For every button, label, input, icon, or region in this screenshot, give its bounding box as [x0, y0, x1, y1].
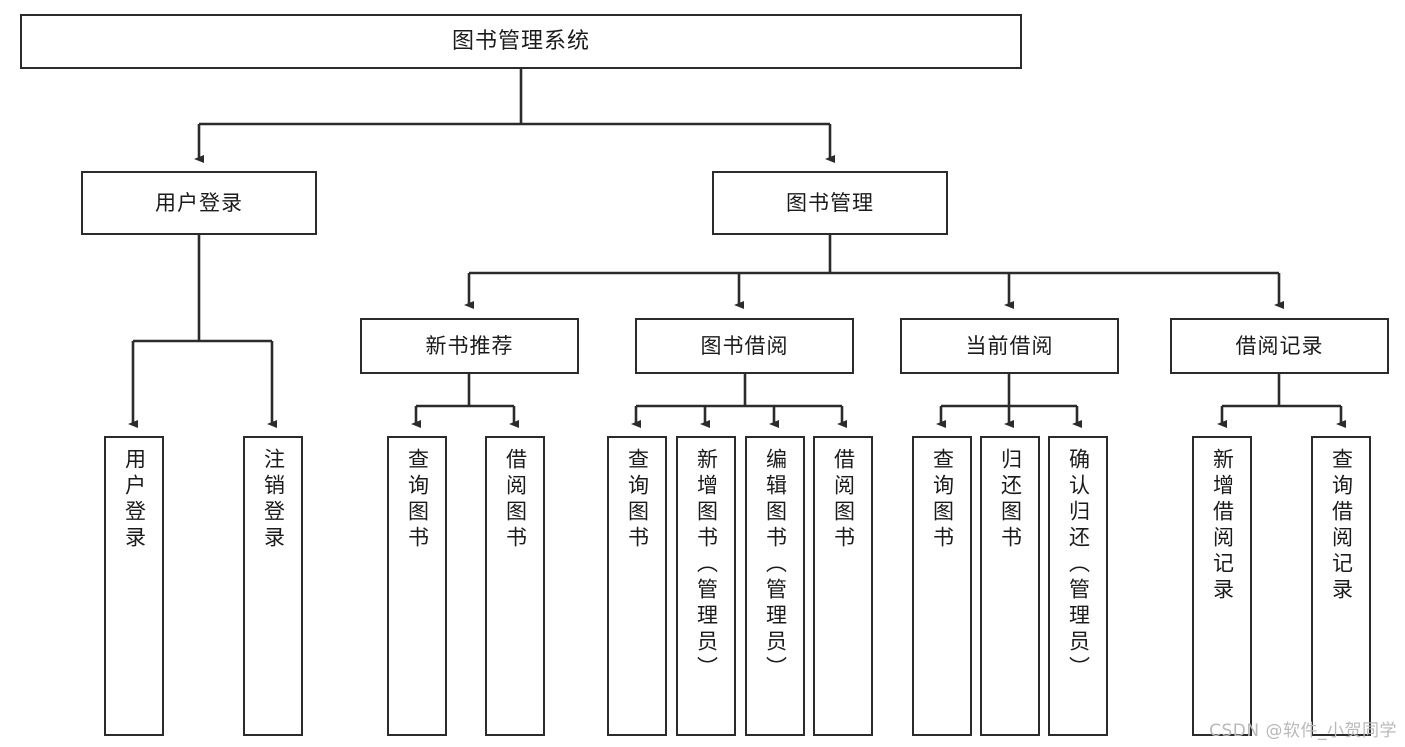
- leaf-user-login-label: 用户登录: [122, 448, 147, 552]
- leaf-confirm-return-admin[interactable]: 确认归还（管理员）: [1048, 436, 1108, 736]
- leaf-logout[interactable]: 注销登录: [243, 436, 303, 736]
- leaf-add-borrow-record-label: 新增借阅记录: [1210, 448, 1235, 604]
- leaf-query-book-current[interactable]: 查询图书: [912, 436, 972, 736]
- leaf-add-book-admin[interactable]: 新增图书（管理员）: [676, 436, 736, 736]
- leaf-edit-book-admin-label: 编辑图书（管理员）: [763, 448, 788, 682]
- leaf-borrow-book-recommend[interactable]: 借阅图书: [485, 436, 545, 736]
- leaf-edit-book-admin[interactable]: 编辑图书（管理员）: [745, 436, 805, 736]
- leaf-query-borrow-record[interactable]: 查询借阅记录: [1311, 436, 1371, 736]
- node-user-login[interactable]: 用户登录: [81, 171, 317, 235]
- node-new-book-recommend[interactable]: 新书推荐: [360, 318, 579, 374]
- node-user-login-label: 用户登录: [155, 190, 243, 215]
- node-borrow-record-label: 借阅记录: [1235, 333, 1324, 358]
- leaf-logout-label: 注销登录: [261, 448, 286, 552]
- csdn-watermark: CSDN @软件_小贺同学: [1209, 721, 1397, 741]
- node-borrow-record[interactable]: 借阅记录: [1170, 318, 1389, 374]
- node-book-borrow-label: 图书借阅: [700, 333, 789, 358]
- leaf-query-book-borrow[interactable]: 查询图书: [607, 436, 667, 736]
- leaf-borrow-book-label: 借阅图书: [831, 448, 856, 552]
- leaf-borrow-book-recommend-label: 借阅图书: [503, 448, 528, 552]
- node-current-borrow[interactable]: 当前借阅: [900, 318, 1119, 374]
- leaf-return-book-label: 归还图书: [998, 448, 1023, 552]
- node-new-book-recommend-label: 新书推荐: [425, 333, 514, 358]
- leaf-confirm-return-admin-label: 确认归还（管理员）: [1066, 448, 1091, 682]
- leaf-query-book-recommend-label: 查询图书: [405, 448, 430, 552]
- leaf-query-borrow-record-label: 查询借阅记录: [1329, 448, 1354, 604]
- node-root-label: 图书管理系统: [451, 28, 590, 54]
- node-book-management[interactable]: 图书管理: [712, 171, 948, 235]
- leaf-borrow-book[interactable]: 借阅图书: [813, 436, 873, 736]
- node-current-borrow-label: 当前借阅: [965, 333, 1054, 358]
- leaf-user-login[interactable]: 用户登录: [104, 436, 164, 736]
- leaf-add-book-admin-label: 新增图书（管理员）: [694, 448, 719, 682]
- leaf-return-book[interactable]: 归还图书: [980, 436, 1040, 736]
- leaf-query-book-borrow-label: 查询图书: [625, 448, 650, 552]
- node-book-management-label: 图书管理: [786, 190, 874, 215]
- leaf-add-borrow-record[interactable]: 新增借阅记录: [1192, 436, 1252, 736]
- leaf-query-book-current-label: 查询图书: [930, 448, 955, 552]
- node-root[interactable]: 图书管理系统: [20, 14, 1022, 69]
- leaf-query-book-recommend[interactable]: 查询图书: [387, 436, 447, 736]
- node-book-borrow[interactable]: 图书借阅: [635, 318, 854, 374]
